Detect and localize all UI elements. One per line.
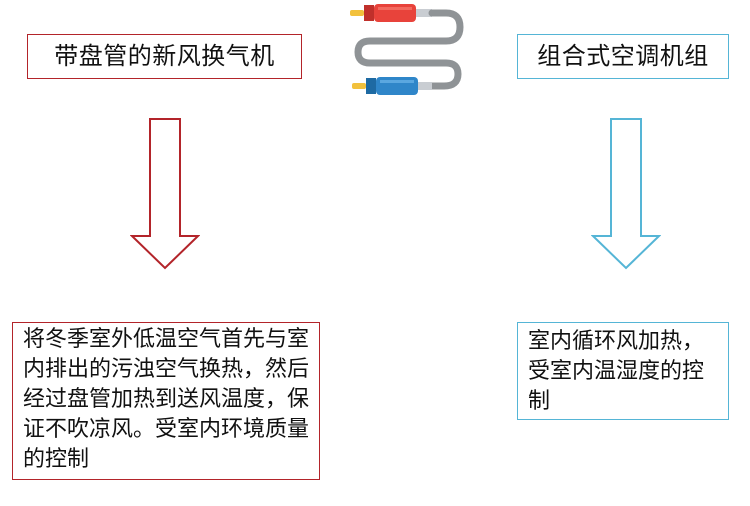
- right-description-text: 室内循环风加热，受室内温湿度的控制: [528, 329, 705, 414]
- blue-plug-icon: [352, 77, 432, 95]
- right-title-box: 组合式空调机组: [517, 34, 729, 79]
- right-title-text: 组合式空调机组: [537, 42, 709, 70]
- left-title-box: 带盘管的新风换气机: [27, 34, 302, 79]
- audio-cable-icon: [350, 4, 464, 95]
- left-title-text: 带盘管的新风换气机: [54, 42, 275, 70]
- right-description-box: 室内循环风加热，受室内温湿度的控制: [517, 322, 729, 420]
- cable-wire: [354, 9, 464, 90]
- left-description-text: 将冬季室外低温空气首先与室内排出的污浊空气换热，然后经过盘管加热到送风温度，保证…: [23, 327, 310, 472]
- left-down-arrow-icon: [130, 118, 200, 270]
- red-plug-icon: [350, 4, 432, 22]
- right-down-arrow-icon: [591, 118, 661, 270]
- left-description-box: 将冬季室外低温空气首先与室内排出的污浊空气换热，然后经过盘管加热到送风温度，保证…: [12, 322, 320, 480]
